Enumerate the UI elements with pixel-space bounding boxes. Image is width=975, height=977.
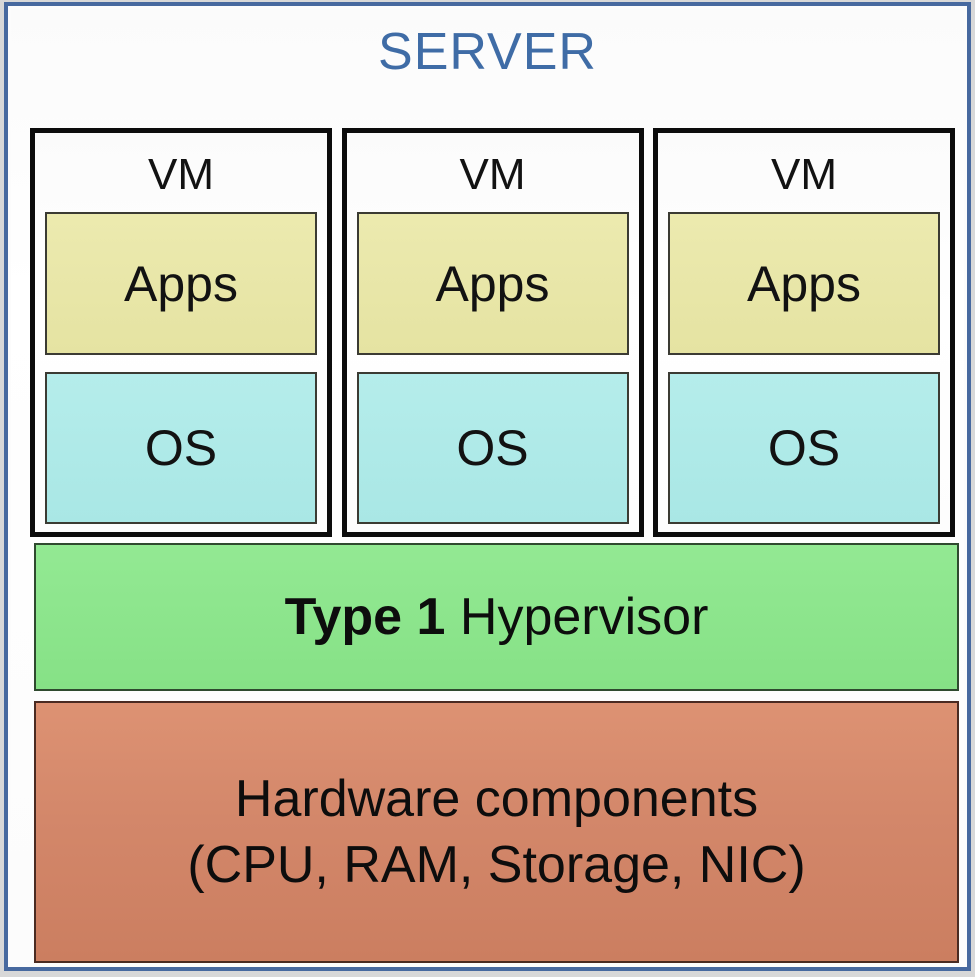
os-box[interactable]: OS	[356, 372, 629, 524]
hypervisor-label-rest: Hypervisor	[445, 588, 709, 646]
apps-box[interactable]: Apps	[356, 212, 629, 355]
vm-row: VM Apps OS VM Apps OS VM Apps OS	[30, 128, 955, 537]
hardware-band[interactable]: Hardware components (CPU, RAM, Storage, …	[34, 701, 959, 963]
apps-box[interactable]: Apps	[45, 212, 317, 355]
os-box[interactable]: OS	[668, 372, 940, 524]
hypervisor-label-bold: Type 1	[284, 588, 446, 646]
slide-outer-frame: SERVER VM Apps OS VM Apps OS VM Apps OS	[4, 2, 971, 971]
vm-box-1[interactable]: VM Apps OS	[30, 128, 332, 537]
vm-label: VM	[148, 150, 214, 199]
slide-inner-panel: SERVER VM Apps OS VM Apps OS VM Apps OS	[8, 6, 967, 967]
server-title: SERVER	[378, 23, 597, 81]
hypervisor-band[interactable]: Type 1 Hypervisor	[34, 543, 959, 691]
hypervisor-label: Type 1 Hypervisor	[285, 588, 709, 646]
hardware-line-2: (CPU, RAM, Storage, NIC)	[187, 836, 806, 894]
apps-box[interactable]: Apps	[668, 212, 940, 355]
hardware-line-1: Hardware components	[234, 770, 759, 828]
vm-box-3[interactable]: VM Apps OS	[653, 128, 955, 537]
vm-box-2[interactable]: VM Apps OS	[341, 128, 644, 537]
os-box[interactable]: OS	[45, 372, 317, 524]
vm-label: VM	[771, 150, 837, 199]
vm-label: VM	[459, 150, 526, 199]
